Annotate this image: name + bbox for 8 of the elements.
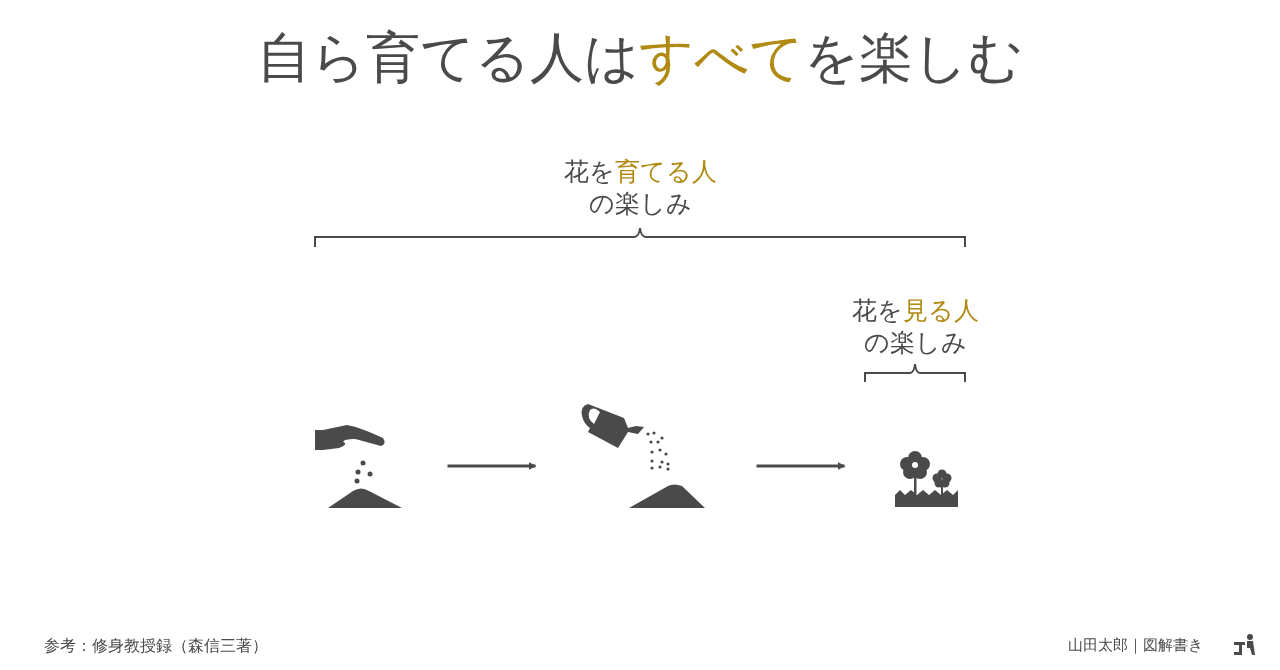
bracket-label: 花を見る人の楽しみ: [850, 295, 980, 359]
flowers-icon: [893, 450, 959, 510]
arrow: [756, 462, 846, 470]
title: 自ら育てる人はすべてを楽しむ: [256, 25, 1024, 91]
source-note: 参考：修身教授録（森信三著）: [44, 636, 268, 657]
arrow: [447, 462, 537, 470]
author-credit: 山田太郎｜図解書き: [1068, 636, 1203, 655]
bracket-label: 花を育てる人の楽しみ: [562, 156, 718, 220]
